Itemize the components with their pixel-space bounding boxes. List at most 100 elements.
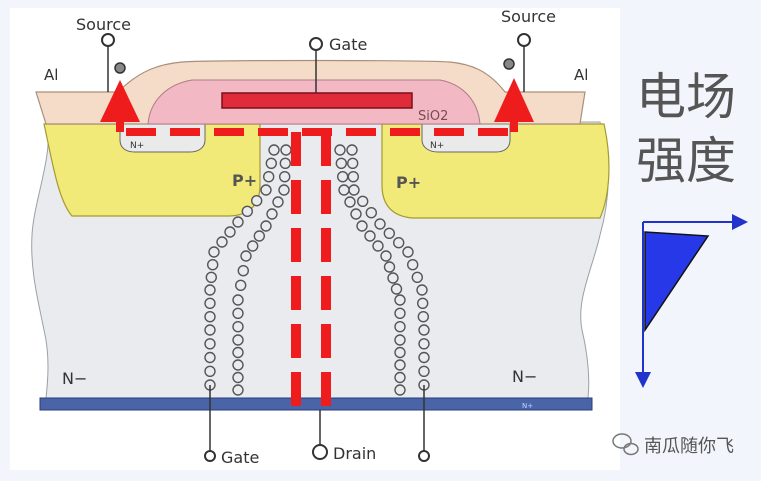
drain-terminal bbox=[312, 444, 328, 460]
depletion-bead-0 bbox=[216, 236, 228, 248]
depletion-bead-2 bbox=[374, 218, 386, 230]
depletion-bead-0 bbox=[260, 184, 272, 196]
depletion-bead-2 bbox=[418, 324, 430, 336]
depletion-bead-0 bbox=[204, 365, 216, 377]
gate-top-terminal bbox=[309, 37, 323, 51]
depletion-bead-0 bbox=[251, 194, 263, 207]
depletion-bead-1 bbox=[279, 157, 291, 170]
depletion-bead-1 bbox=[232, 359, 244, 371]
side-label-line2: 强度 bbox=[636, 132, 736, 190]
depletion-bead-3 bbox=[394, 307, 406, 319]
depletion-bead-3 bbox=[383, 261, 396, 273]
depletion-bead-3 bbox=[394, 384, 406, 396]
depletion-bead-2 bbox=[417, 297, 429, 309]
depletion-bead-2 bbox=[357, 195, 369, 208]
depletion-bead-1 bbox=[280, 144, 292, 156]
label-p-right: P+ bbox=[396, 173, 421, 192]
depletion-bead-3 bbox=[394, 346, 406, 359]
depletion-bead-1 bbox=[253, 230, 265, 242]
depletion-bead-3 bbox=[394, 321, 406, 333]
depletion-bead-3 bbox=[335, 157, 347, 170]
depletion-bead-2 bbox=[365, 206, 377, 219]
depletion-bead-1 bbox=[260, 220, 272, 232]
label-drain: Drain bbox=[333, 444, 376, 463]
depletion-bead-1 bbox=[266, 208, 278, 220]
field-strength-triangle bbox=[644, 231, 710, 333]
depletion-bead-1 bbox=[237, 265, 250, 277]
source-left-contact bbox=[114, 62, 126, 74]
depletion-bead-3 bbox=[394, 371, 406, 384]
depletion-bead-0 bbox=[263, 170, 275, 183]
wechat-icon bbox=[612, 433, 639, 456]
depletion-bead-0 bbox=[204, 311, 216, 323]
label-oxide: SiO2 bbox=[418, 109, 448, 124]
depletion-bead-3 bbox=[394, 359, 406, 371]
label-n-minus-right: N− bbox=[512, 367, 537, 386]
depletion-bead-2 bbox=[418, 338, 430, 350]
depletion-bead-3 bbox=[338, 184, 350, 196]
label-substrate: N+ bbox=[522, 402, 533, 410]
depletion-bead-1 bbox=[279, 170, 291, 183]
label-al-right: Al bbox=[574, 66, 588, 84]
label-source-left: Source bbox=[76, 15, 131, 34]
current-arrow-right bbox=[494, 78, 534, 122]
depletion-bead-0 bbox=[206, 259, 219, 271]
depletion-bead-0 bbox=[268, 144, 280, 156]
label-n-plus-right: N+ bbox=[430, 141, 444, 151]
depletion-bead-0 bbox=[204, 324, 216, 336]
side-label-line1: 电场 bbox=[636, 68, 736, 126]
field-strength-plot bbox=[635, 214, 748, 388]
depletion-bead-3 bbox=[344, 196, 356, 208]
label-p-left: P+ bbox=[232, 171, 257, 190]
label-n-minus-left: N− bbox=[62, 369, 87, 388]
depletion-bead-2 bbox=[347, 170, 359, 183]
depletion-bead-3 bbox=[380, 250, 392, 262]
depletion-bead-1 bbox=[232, 346, 244, 359]
depletion-bead-2 bbox=[416, 284, 428, 296]
depletion-bead-3 bbox=[334, 144, 346, 156]
depletion-bead-2 bbox=[418, 365, 430, 377]
chain-bottom-right-terminal bbox=[418, 450, 430, 462]
depletion-bead-0 bbox=[204, 338, 216, 350]
depletion-bead-1 bbox=[234, 279, 247, 291]
depletion-bead-1 bbox=[232, 384, 244, 396]
terminal-wires bbox=[107, 44, 525, 445]
depletion-bead-2 bbox=[402, 246, 414, 258]
depletion-bead-2 bbox=[417, 311, 429, 323]
depletion-bead-0 bbox=[204, 297, 216, 309]
watermark: 南瓜随你飞 bbox=[612, 433, 734, 457]
depletion-bead-2 bbox=[346, 144, 358, 156]
n-plus-substrate bbox=[39, 397, 593, 411]
depletion-bead-3 bbox=[364, 230, 376, 242]
gate-electrode bbox=[221, 92, 413, 109]
depletion-bead-2 bbox=[348, 184, 360, 196]
depletion-bead-3 bbox=[394, 294, 406, 306]
depletion-bead-2 bbox=[347, 157, 359, 170]
depletion-bead-2 bbox=[383, 227, 395, 240]
depletion-bead-0 bbox=[224, 226, 236, 238]
label-gate-top: Gate bbox=[329, 35, 367, 54]
depletion-bead-3 bbox=[390, 283, 403, 295]
depletion-bead-0 bbox=[265, 157, 277, 170]
depletion-bead-3 bbox=[372, 240, 384, 252]
gate-bottom-terminal bbox=[204, 450, 216, 462]
depletion-bead-0 bbox=[205, 271, 218, 283]
depletion-bead-1 bbox=[232, 371, 244, 384]
label-gate-bottom: Gate bbox=[221, 448, 259, 467]
depletion-bead-2 bbox=[411, 271, 423, 283]
p-body-left bbox=[43, 123, 261, 217]
depletion-bead-0 bbox=[208, 246, 220, 258]
depletion-bead-1 bbox=[232, 294, 244, 306]
depletion-bead-3 bbox=[356, 220, 368, 232]
depletion-bead-2 bbox=[393, 236, 405, 249]
depletion-bead-1 bbox=[232, 334, 244, 346]
depletion-bead-3 bbox=[394, 334, 406, 346]
depletion-bead-1 bbox=[232, 307, 244, 319]
depletion-bead-2 bbox=[418, 351, 430, 364]
depletion-bead-1 bbox=[278, 184, 290, 196]
depletion-bead-1 bbox=[246, 240, 259, 252]
depletion-bead-1 bbox=[240, 250, 252, 262]
depletion-bead-0 bbox=[232, 216, 244, 228]
depletion-boundaries bbox=[204, 144, 430, 451]
